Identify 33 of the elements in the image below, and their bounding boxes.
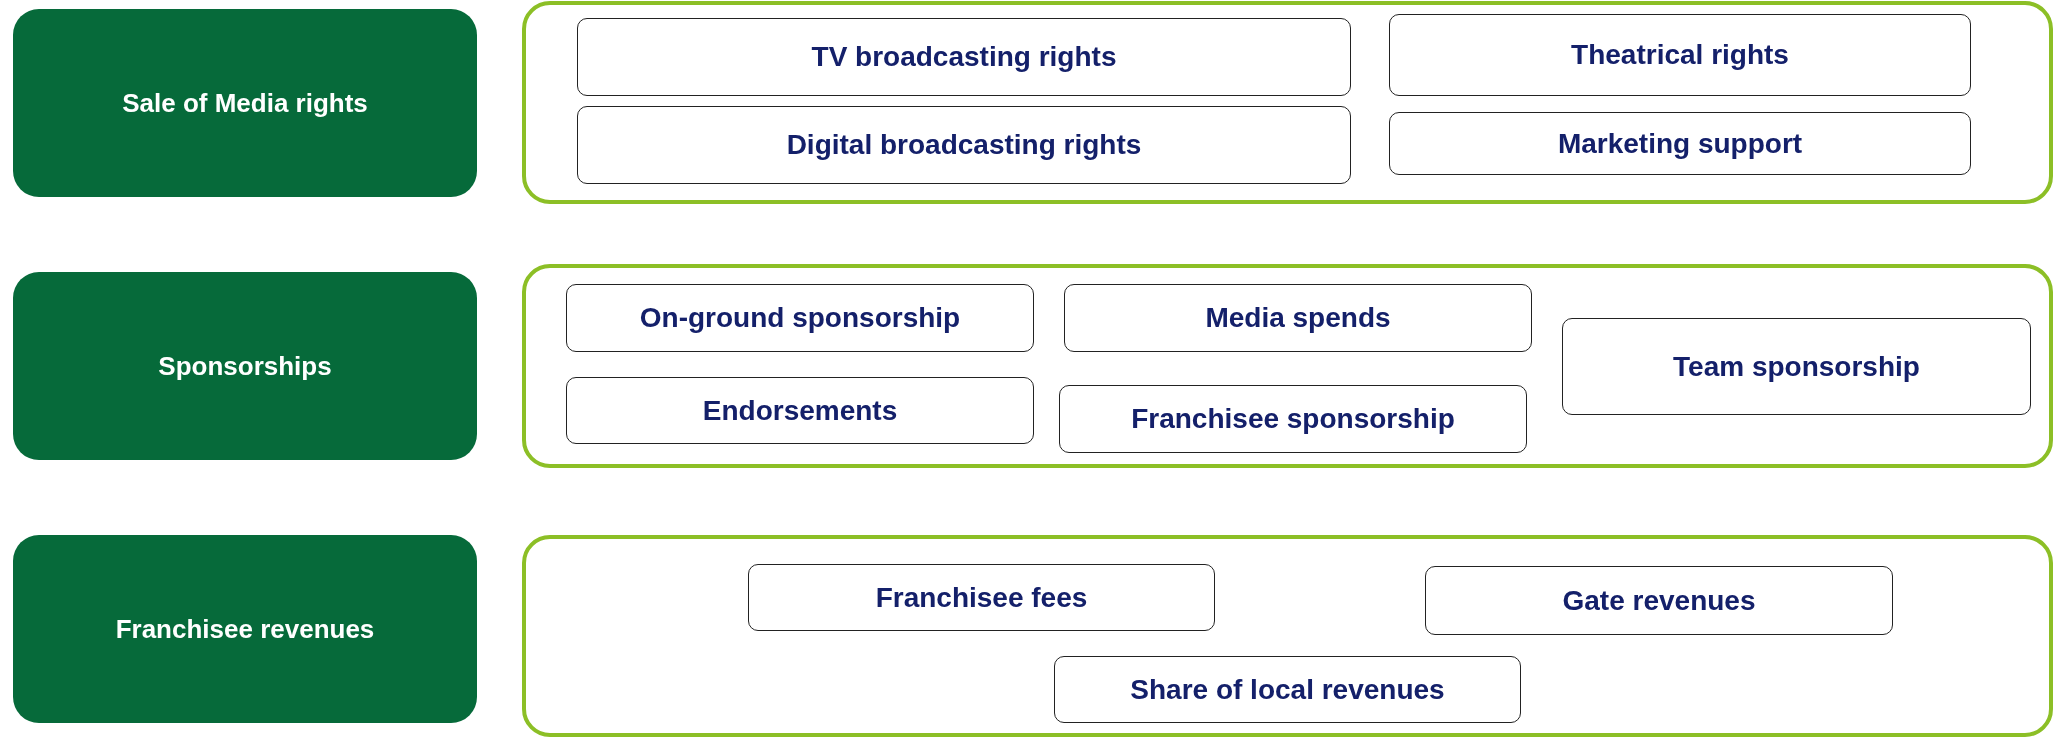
group-panel bbox=[522, 535, 2053, 737]
item-label: On-ground sponsorship bbox=[639, 302, 961, 334]
category-label: Franchisee revenues bbox=[115, 613, 375, 645]
item-label: Media spends bbox=[1205, 302, 1391, 334]
category-label: Sponsorships bbox=[158, 350, 332, 382]
item-label: Theatrical rights bbox=[1571, 39, 1789, 71]
category-box bbox=[13, 535, 477, 723]
item-label: Franchisee fees bbox=[875, 581, 1088, 614]
category-box bbox=[13, 9, 477, 197]
revenue-item-box bbox=[748, 564, 1215, 631]
item-label: Marketing support bbox=[1557, 127, 1803, 160]
revenue-item-box bbox=[566, 377, 1034, 444]
revenue-item-box bbox=[577, 106, 1351, 184]
revenue-item-box bbox=[577, 18, 1351, 96]
revenue-item-box bbox=[1389, 112, 1971, 175]
item-label: Gate revenues bbox=[1562, 584, 1756, 617]
revenue-item-box bbox=[1562, 318, 2031, 415]
item-label: Franchisee sponsorship bbox=[1131, 403, 1455, 435]
item-label: Share of local revenues bbox=[1130, 673, 1445, 706]
revenue-item-box bbox=[1425, 566, 1893, 635]
revenue-item-box bbox=[1389, 14, 1971, 96]
item-label: TV broadcasting rights bbox=[811, 41, 1117, 73]
item-label: Digital broadcasting rights bbox=[786, 129, 1142, 161]
group-panel bbox=[522, 1, 2053, 204]
category-label: Sale of Media rights bbox=[122, 87, 368, 119]
category-box bbox=[13, 272, 477, 460]
revenue-item-box bbox=[566, 284, 1034, 352]
group-panel bbox=[522, 264, 2053, 468]
revenue-item-box bbox=[1054, 656, 1521, 723]
revenue-item-box bbox=[1059, 385, 1527, 453]
revenue-item-box bbox=[1064, 284, 1532, 352]
item-label: Team sponsorship bbox=[1673, 350, 1920, 383]
item-label: Endorsements bbox=[702, 394, 898, 427]
